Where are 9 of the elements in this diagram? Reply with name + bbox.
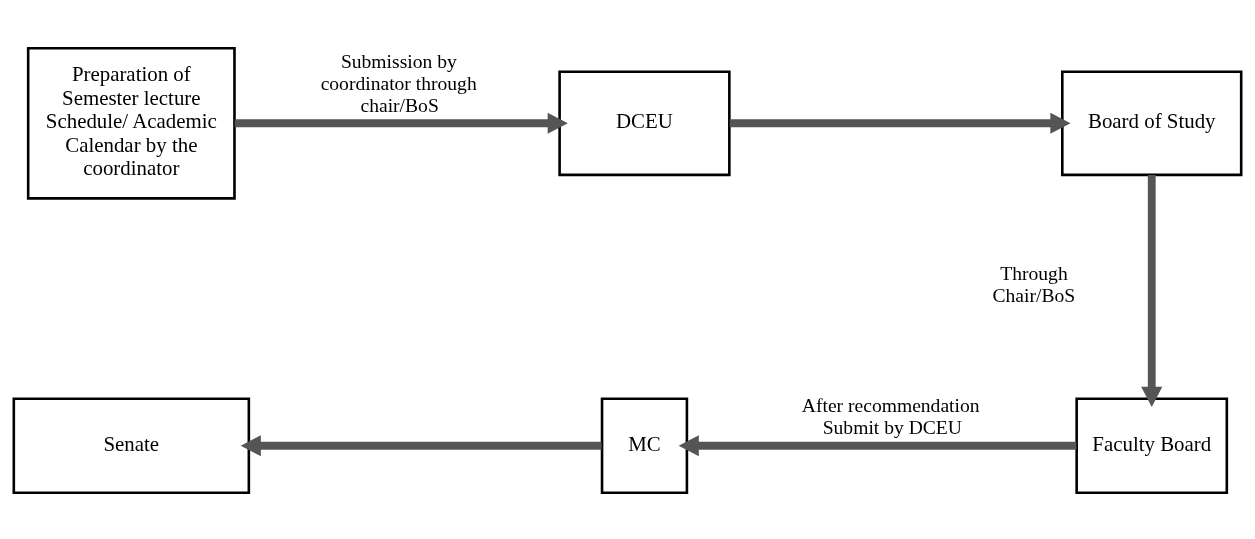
node-box: MC — [600, 397, 689, 495]
node-box: Senate — [12, 397, 251, 495]
edge-label: Submission by coordinator through chair/BoS — [320, 50, 477, 117]
node-box: Faculty Board — [1075, 397, 1229, 495]
node-box: Board of Study — [1061, 70, 1243, 177]
edge-label: After recommendation Submit by DCEU — [801, 394, 980, 439]
node-box: Preparation of Semester lecture Schedule/ Academic Calendar by the coordinator — [26, 46, 236, 200]
edge-label: Through Chair/BoS — [992, 263, 1076, 307]
node-box: DCEU — [558, 70, 731, 177]
